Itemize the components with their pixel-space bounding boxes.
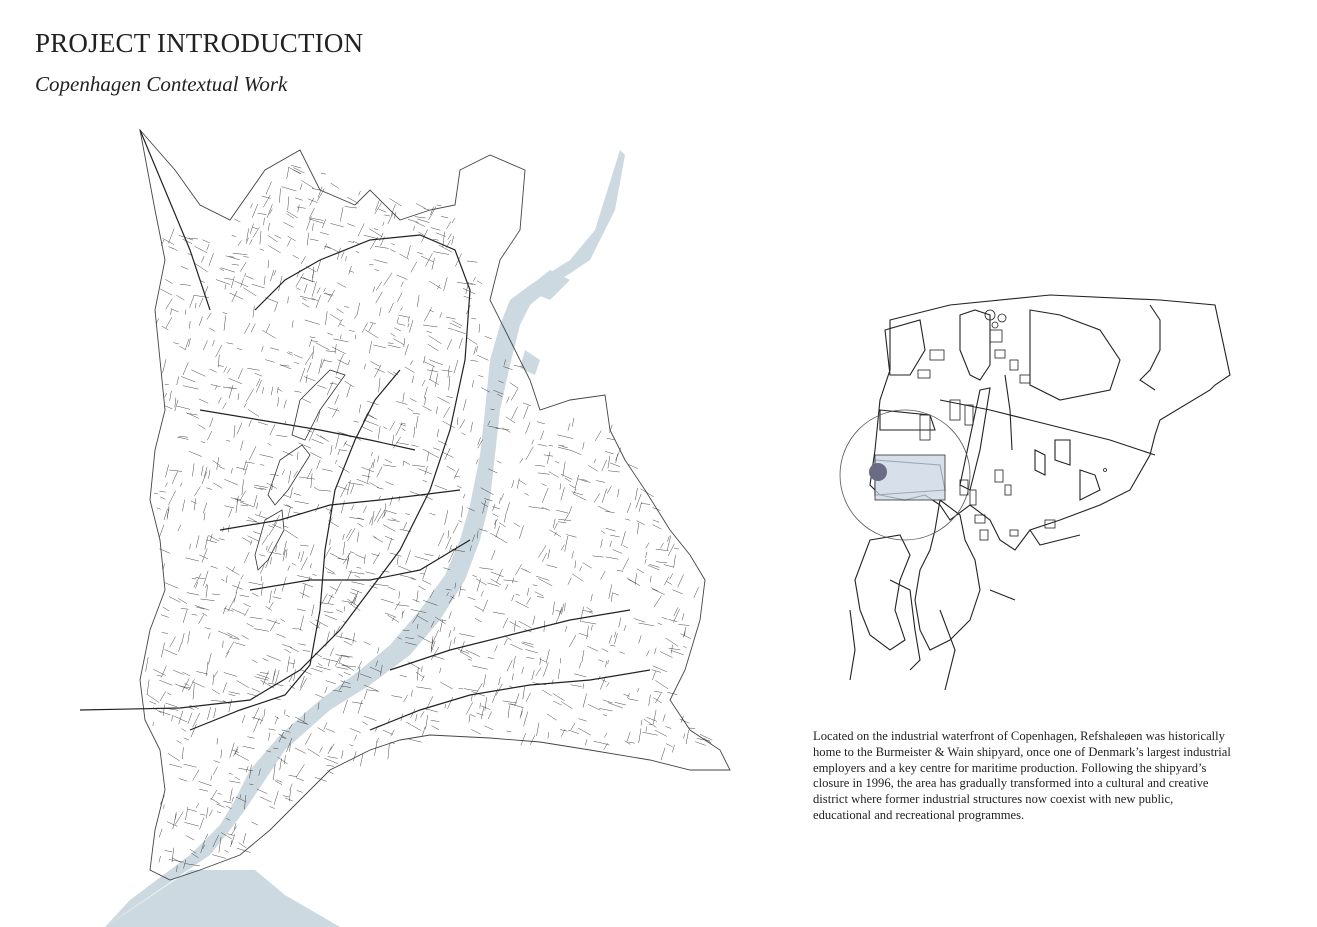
main-roads — [79, 129, 651, 731]
site-plot-highlight — [874, 454, 946, 501]
canal-east — [520, 350, 540, 375]
site-outline — [849, 294, 1231, 691]
street-segments — [145, 165, 713, 873]
lakes — [254, 369, 346, 571]
page-title: PROJECT INTRODUCTION — [35, 28, 364, 58]
street-network — [145, 165, 713, 873]
harbour-water — [105, 150, 625, 927]
site-radius-circle — [839, 409, 971, 541]
project-description: Located on the industrial waterfront of … — [813, 729, 1231, 822]
refshaleoen-site-map — [839, 294, 1231, 691]
copenhagen-city-map — [79, 128, 731, 927]
site-buildings — [917, 309, 1107, 541]
city-outline — [139, 128, 731, 881]
site-marker — [869, 463, 887, 481]
page-subtitle: Copenhagen Contextual Work — [35, 72, 288, 96]
north-harbour — [525, 270, 570, 300]
harbour-mouth — [105, 870, 340, 927]
